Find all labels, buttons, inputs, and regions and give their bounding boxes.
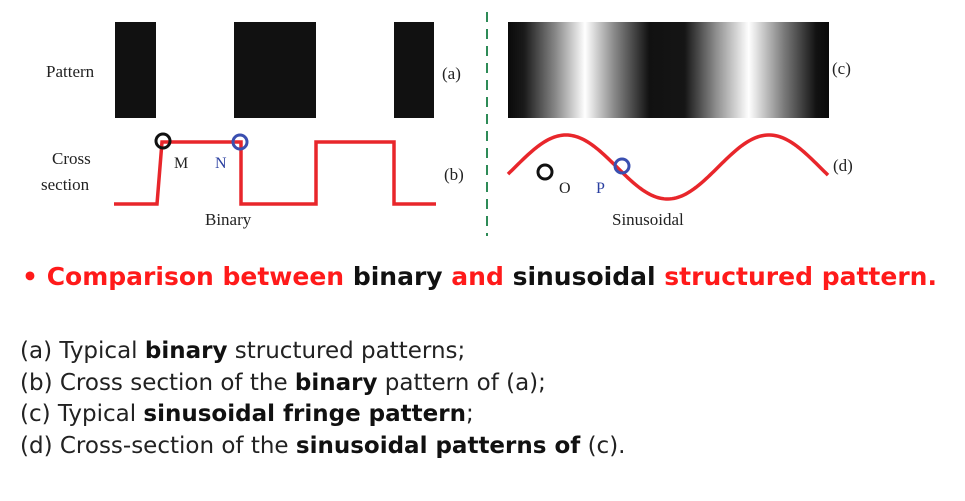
binary-signal: [114, 140, 436, 206]
figure-captions: (a) Typical binary structured patterns; …: [20, 336, 625, 462]
label-m: M: [174, 155, 188, 172]
bullet-text: sinusoidal: [512, 262, 656, 291]
binary-stripe: [234, 22, 316, 118]
label-p: P: [596, 180, 605, 197]
binary-stripe: [394, 22, 434, 118]
bullet-marker: •: [22, 262, 38, 291]
bullet-text: and: [442, 262, 513, 291]
sinusoidal-signal: [506, 133, 830, 201]
bullet-text: Comparison between: [46, 262, 353, 291]
caption-line: (d) Cross-section of the sinusoidal patt…: [20, 432, 626, 459]
label-o: O: [559, 180, 571, 197]
label-b: (b): [444, 165, 464, 184]
pattern-label: Pattern: [46, 62, 95, 81]
pattern-comparison-figure: Pattern (a) Cross section M N (b) Binary…: [41, 12, 853, 236]
marker-o: [536, 163, 554, 181]
comparison-bullet: • Comparison between binary and sinusoid…: [22, 262, 937, 291]
caption-line: (b) Cross section of the binary pattern …: [20, 369, 546, 396]
cross-label: Cross: [52, 149, 91, 168]
label-d: (d): [833, 156, 853, 175]
caption-line: (a) Typical binary structured patterns;: [20, 338, 466, 364]
marker-n: [231, 133, 249, 151]
label-a: (a): [442, 64, 461, 83]
caption-line: (c) Typical sinusoidal fringe pattern;: [20, 401, 474, 427]
label-n: N: [215, 155, 227, 172]
bullet-text: structured pattern.: [655, 262, 937, 291]
marker-p: [613, 157, 631, 175]
marker-m: [154, 132, 172, 150]
label-c: (c): [832, 59, 851, 78]
sinusoidal-caption: Sinusoidal: [612, 210, 684, 229]
binary-stripe: [115, 22, 156, 118]
sinusoidal-fringe: [508, 22, 829, 118]
section-label: section: [41, 175, 90, 194]
binary-caption: Binary: [205, 210, 252, 229]
bullet-text: binary: [352, 262, 443, 291]
